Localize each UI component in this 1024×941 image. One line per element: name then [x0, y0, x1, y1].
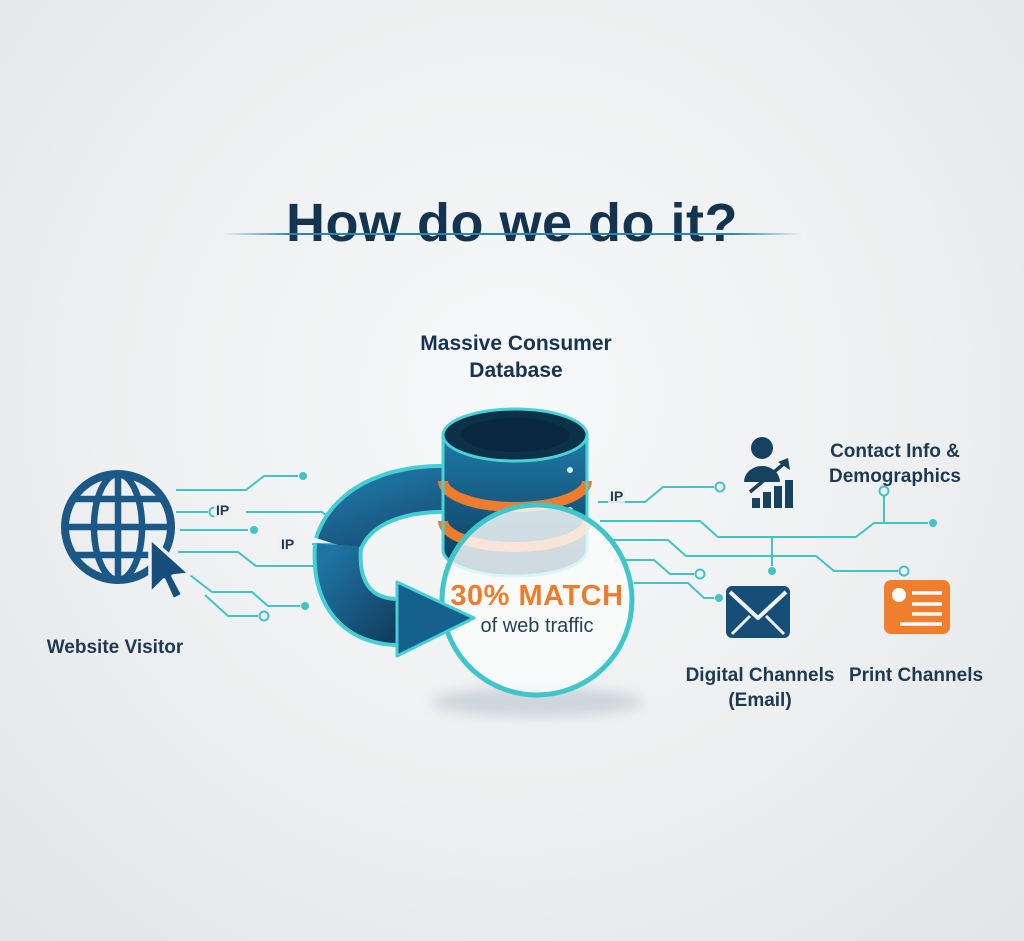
print-channels-label: Print Channels — [848, 665, 984, 686]
contact-info-label-line2: Demographics — [829, 465, 961, 487]
ip-label-left-bottom: IP — [279, 536, 297, 552]
database-label: Massive Consumer Database — [420, 330, 611, 385]
circuit-traces-right — [598, 481, 937, 602]
print-card-icon — [884, 580, 950, 634]
database-light-dot — [567, 467, 573, 473]
match-circle — [439, 502, 635, 698]
digital-channels-label-line1: Digital Channels — [685, 665, 835, 686]
database-label-line1: Massive Consumer — [420, 332, 612, 355]
cursor-icon — [148, 536, 192, 602]
page-title: How do we do it? — [286, 193, 738, 254]
globe-icon — [61, 470, 175, 584]
circle-shadow — [432, 687, 642, 717]
match-value: 30% MATCH — [450, 580, 624, 612]
digital-channels-label-line2: (Email) — [728, 689, 792, 711]
title-underline — [222, 233, 802, 235]
person-chart-icon — [744, 437, 793, 508]
envelope-icon — [726, 586, 790, 638]
contact-info-label-line1: Contact Info & — [830, 441, 960, 462]
match-caption: of web traffic — [480, 615, 594, 637]
swoosh-arrow-lower — [312, 543, 476, 658]
ip-label-left-top: IP — [214, 502, 232, 518]
contact-info-label: Contact Info & Demographics — [829, 440, 961, 489]
digital-channels-label: Digital Channels (Email) — [686, 664, 835, 713]
database-label-line2: Database — [469, 359, 563, 383]
arrowhead — [395, 580, 476, 658]
ip-label-right: IP — [608, 488, 626, 504]
website-visitor-label: Website Visitor — [46, 637, 184, 658]
